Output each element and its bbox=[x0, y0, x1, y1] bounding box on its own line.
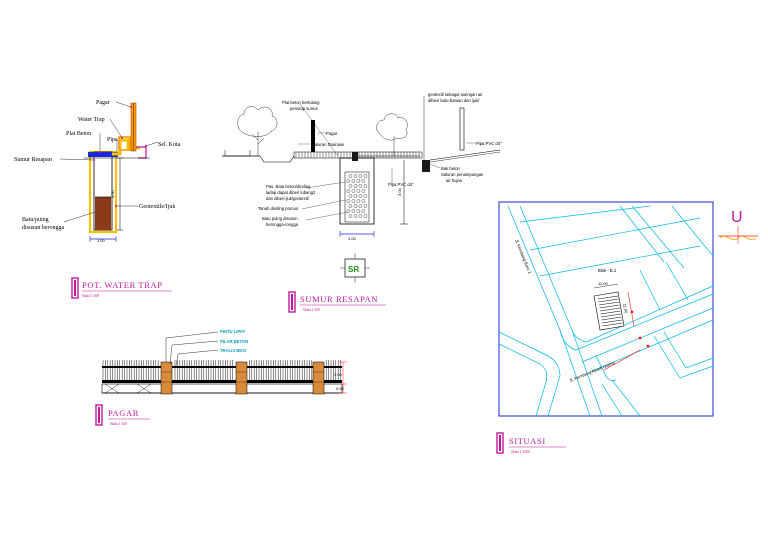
label-sel-kota: Sel. Kota bbox=[158, 142, 181, 148]
label-batu-1: Batu puing disusun bbox=[262, 216, 298, 221]
label-geo-1: geotextil sebagai saringan air bbox=[428, 92, 483, 97]
label-sal-1: Saluran penampungan bbox=[441, 172, 484, 177]
label-pintu-lipat: PINTU LIPAT bbox=[220, 329, 246, 334]
block-label: Blok - B.1 bbox=[598, 268, 617, 273]
label-pipa-right: Pipa PVC d4" bbox=[476, 141, 502, 146]
label-sumur-resapan: Sumur Resapan bbox=[14, 157, 52, 163]
label-pilar-beton: PILAR BETON bbox=[220, 339, 248, 344]
fence-post bbox=[311, 120, 315, 152]
water-trap-scale: Skala 1:100 bbox=[82, 294, 99, 298]
sr-symbol: SR bbox=[340, 253, 370, 283]
situasi-title: SITUASI bbox=[509, 436, 546, 446]
pagar-elevation: PINTU LIPAT PILAR BETON TRALIS BESI 2.00… bbox=[95, 329, 347, 426]
label-plat-beton: Plat Beton bbox=[66, 131, 91, 137]
water-trap-title-block: POT. WATER TRAP Skala 1:100 bbox=[71, 277, 172, 299]
tree-icon bbox=[237, 106, 278, 156]
concrete-pillar bbox=[160, 361, 173, 395]
dim-base: 0.50 bbox=[336, 386, 345, 391]
pagar-scale: Skala 1:100 bbox=[110, 422, 127, 426]
dim-height: 2.00 bbox=[334, 372, 343, 377]
fence-railing bbox=[102, 360, 341, 380]
label-water-trap: Water Trap bbox=[78, 117, 105, 123]
dim-top: 11.00 bbox=[598, 281, 608, 286]
situasi-plan: Jl. Kembang Baru 1 Blok - B.1 Jl. Kemban… bbox=[496, 201, 758, 454]
bak-beton bbox=[422, 160, 430, 172]
label-sal-2: air hujan bbox=[446, 178, 463, 183]
north-arrow-icon: U bbox=[718, 209, 758, 244]
label-batu-2: berongga-rongga bbox=[266, 222, 299, 227]
label-batu-2: disusun berongga bbox=[22, 225, 64, 231]
pipe-inlet bbox=[352, 152, 358, 161]
label-tralis-besi: TRALIS BESI bbox=[220, 348, 246, 353]
dim-side: 3.00 bbox=[397, 187, 402, 196]
north-label: U bbox=[731, 209, 743, 226]
water-trap-detail: 4.00 1.00 Pagar Water Trap Plat Beton Pi… bbox=[14, 100, 181, 299]
label-pipa: Pipa bbox=[107, 137, 118, 143]
dim-side: 11.00 bbox=[622, 303, 629, 314]
situasi-title-block: SITUASI Skala 1:1000 bbox=[496, 432, 566, 454]
label-pagar: Pagar bbox=[326, 131, 338, 136]
label-saluran: Saluran Drainase bbox=[312, 142, 345, 147]
label-pas-2: ladap dapat diberi lubang2 bbox=[266, 190, 316, 195]
label-pagar: Pagar bbox=[96, 100, 110, 106]
label-bak: Bak beton bbox=[441, 166, 461, 171]
pagar-title-block: PAGAR Skala 1:100 bbox=[95, 404, 150, 426]
situasi-scale: Skala 1:1000 bbox=[511, 450, 530, 454]
label-tanah: Tanah dinding porous bbox=[258, 206, 298, 211]
wall-post bbox=[459, 107, 465, 151]
dim-width: 1.00 bbox=[97, 238, 106, 243]
gravel-fill bbox=[95, 197, 111, 230]
sumur-resapan-title: SUMUR RESAPAN bbox=[300, 294, 378, 304]
label-geotextile: Geotextile/Ijuk bbox=[139, 204, 175, 210]
water-trap-title: POT. WATER TRAP bbox=[82, 280, 163, 290]
label-geo-2: dibieri batu-batuan dan ijuk/ bbox=[428, 98, 480, 103]
label-plat-2: penutup sumur bbox=[290, 106, 319, 111]
label-pas-3: dan diberi ijuk/geotextil bbox=[266, 196, 309, 201]
pagar-title: PAGAR bbox=[108, 408, 139, 418]
tree-icon bbox=[376, 113, 408, 156]
concrete-pillar bbox=[312, 361, 325, 395]
property-plot bbox=[593, 283, 650, 348]
dim-bottom: 1.00 bbox=[348, 236, 357, 241]
dim-height: 4.00 bbox=[110, 189, 115, 198]
sr-label: SR bbox=[348, 265, 359, 274]
sumur-resapan-title-block: SUMUR RESAPAN Skala 1:100 bbox=[288, 291, 386, 313]
sumur-resapan-detail: 1.00 3.00 Plat beton bertulang penutup s… bbox=[222, 92, 502, 313]
sidewalk-hatch bbox=[295, 152, 420, 158]
label-pipa-mid: Pipa PVC d4" bbox=[388, 182, 414, 187]
sumur-resapan-scale: Skala 1:100 bbox=[303, 308, 320, 312]
label-plat-1: Plat beton bertulang bbox=[282, 100, 320, 105]
label-batu-1: Batu/puing bbox=[22, 217, 49, 223]
concrete-plate bbox=[88, 152, 118, 157]
concrete-pillar bbox=[235, 361, 248, 395]
label-pas-1: Pas. Bata beton/dinding bbox=[266, 184, 311, 189]
site-roads bbox=[498, 205, 714, 417]
gravel-fill bbox=[346, 174, 368, 218]
